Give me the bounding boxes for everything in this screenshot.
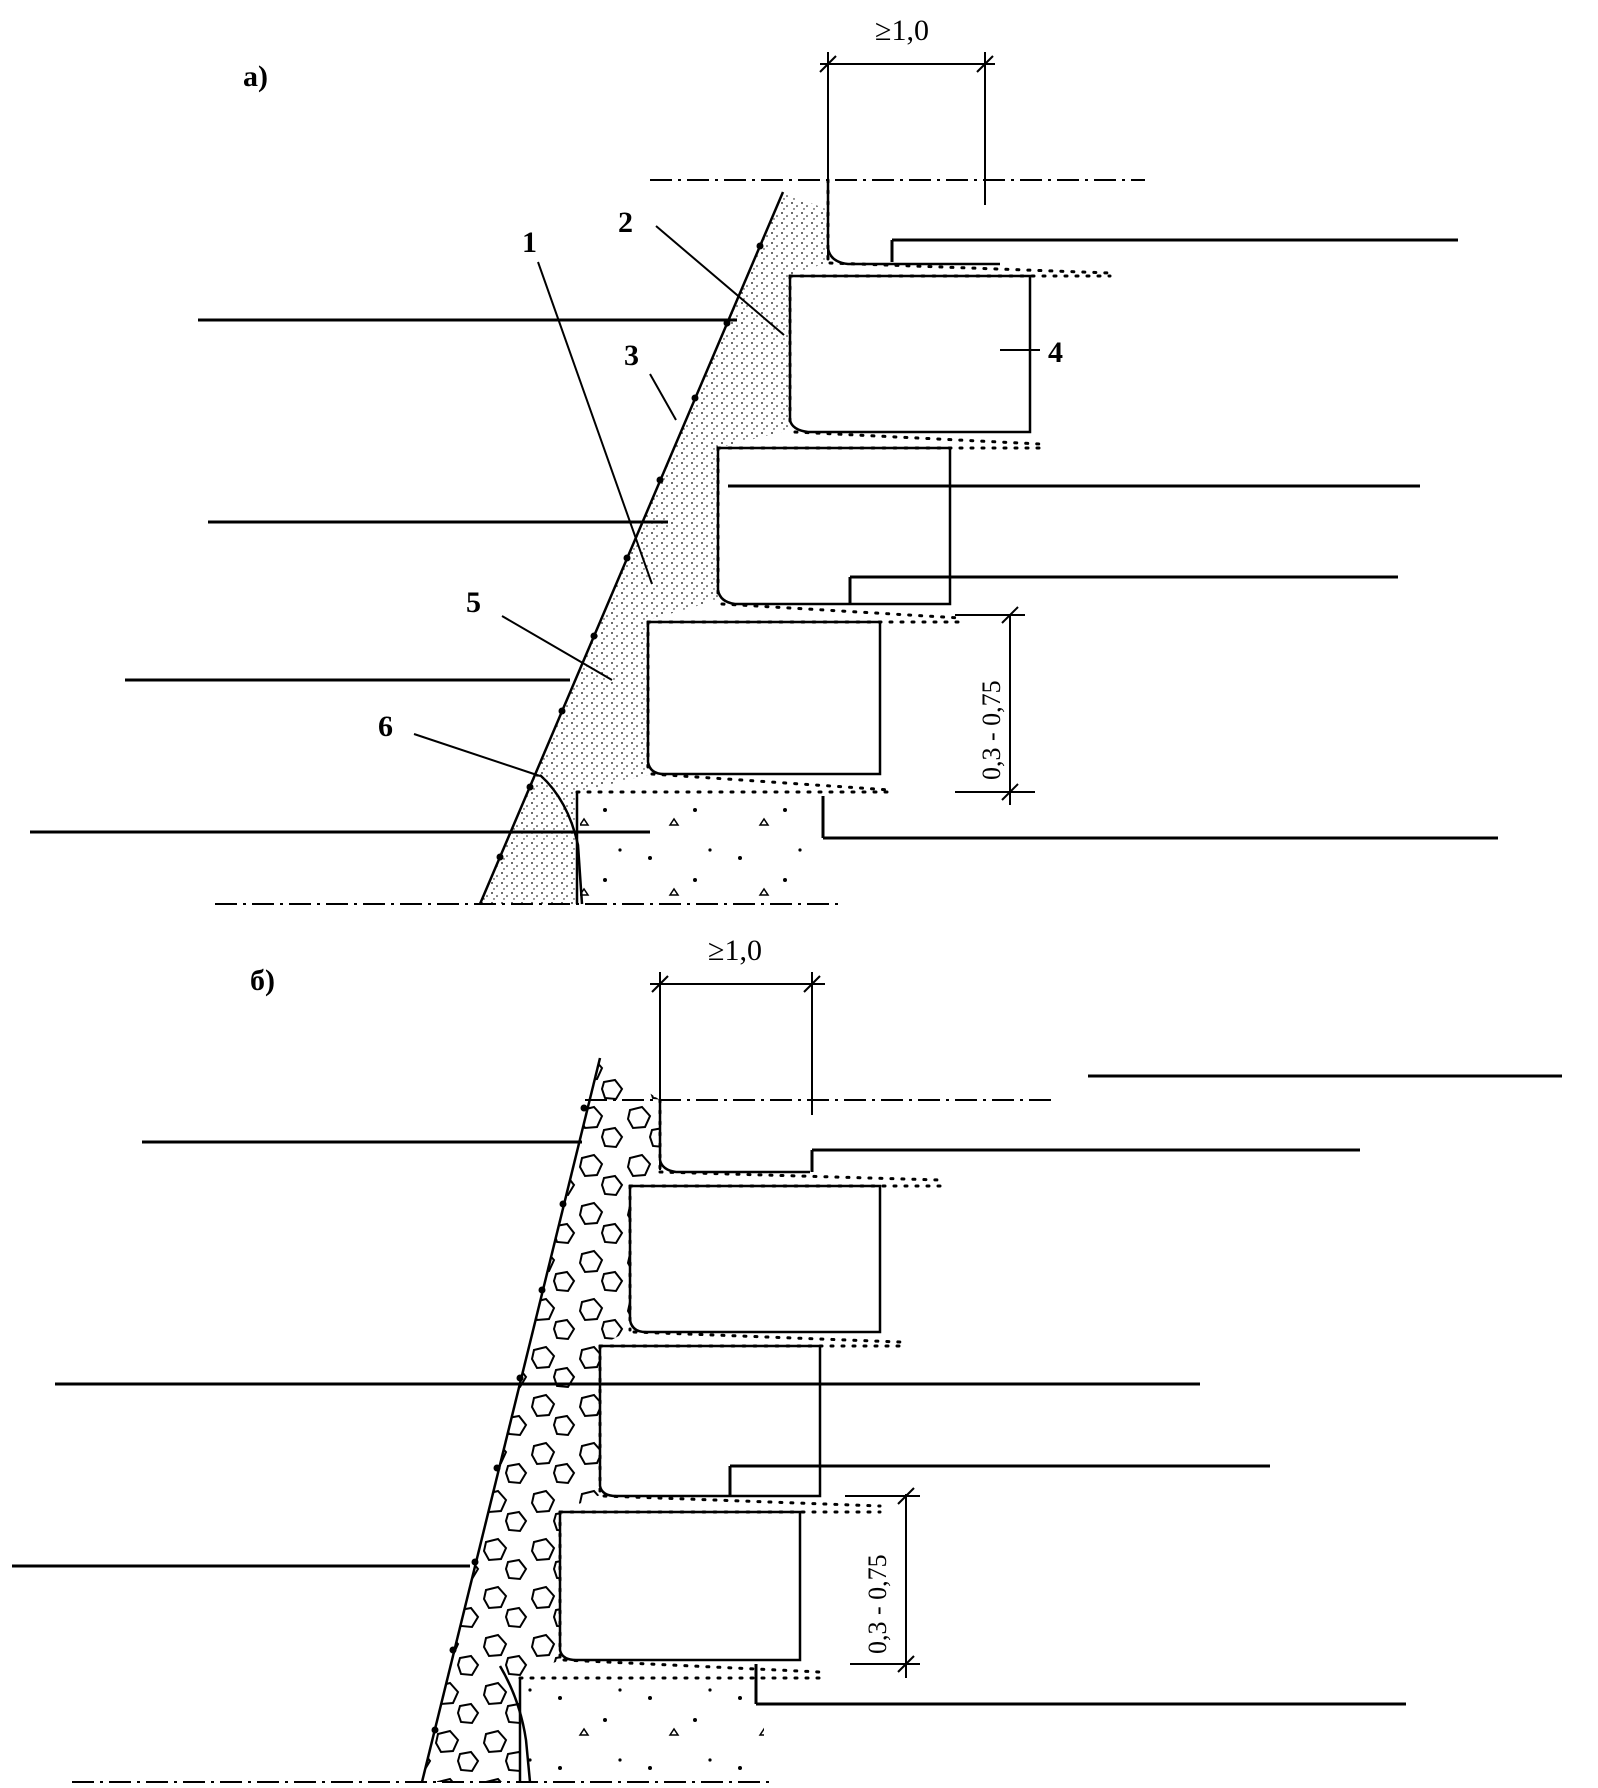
panel-b-slope-line: [420, 1057, 602, 1783]
callout-4: 4: [1048, 336, 1063, 369]
panel-a-label: а): [243, 60, 268, 93]
panel-b-label: б): [250, 964, 275, 997]
panel-a: а) ≥1,0: [30, 14, 1498, 905]
panel-b-geogrid-layers: [518, 1098, 942, 1680]
panel-b-top-dim-text: ≥1,0: [708, 934, 762, 967]
callout-3: 3: [624, 339, 639, 372]
callout-1: 1: [522, 226, 537, 259]
panel-b-soil-blocks: [518, 1100, 882, 1782]
callout-2: 2: [618, 206, 633, 239]
panel-b-side-dimension: 0,3 - 0,75: [845, 1487, 920, 1678]
panel-b-top-dimension: ≥1,0: [650, 934, 825, 1170]
panel-b-side-dim-text: 0,3 - 0,75: [863, 1554, 892, 1654]
panel-a-soil-blocks: [575, 180, 1032, 904]
panel-b-drain-pipe: [498, 1665, 532, 1783]
panel-a-top-dimension: ≥1,0: [819, 14, 995, 260]
panel-b: б) ≥1,0: [12, 934, 1562, 1783]
panel-a-callouts: 1 2 3 4 5 6: [378, 206, 1063, 777]
panel-a-side-dimension: 0,3 - 0,75: [955, 606, 1035, 805]
panel-a-side-dim-text: 0,3 - 0,75: [977, 680, 1006, 780]
panel-a-sand-layer: [480, 192, 828, 904]
panel-a-long-lines: [30, 238, 1498, 840]
panel-b-long-lines: [12, 1074, 1562, 1706]
panel-a-top-dim-text: ≥1,0: [875, 14, 929, 47]
panel-a-geogrid-layers: [575, 178, 1112, 794]
callout-5: 5: [466, 586, 481, 619]
panel-a-drain-pipe: [539, 774, 584, 905]
callout-6: 6: [378, 710, 393, 743]
panel-b-stone-layer: [422, 1060, 660, 1782]
